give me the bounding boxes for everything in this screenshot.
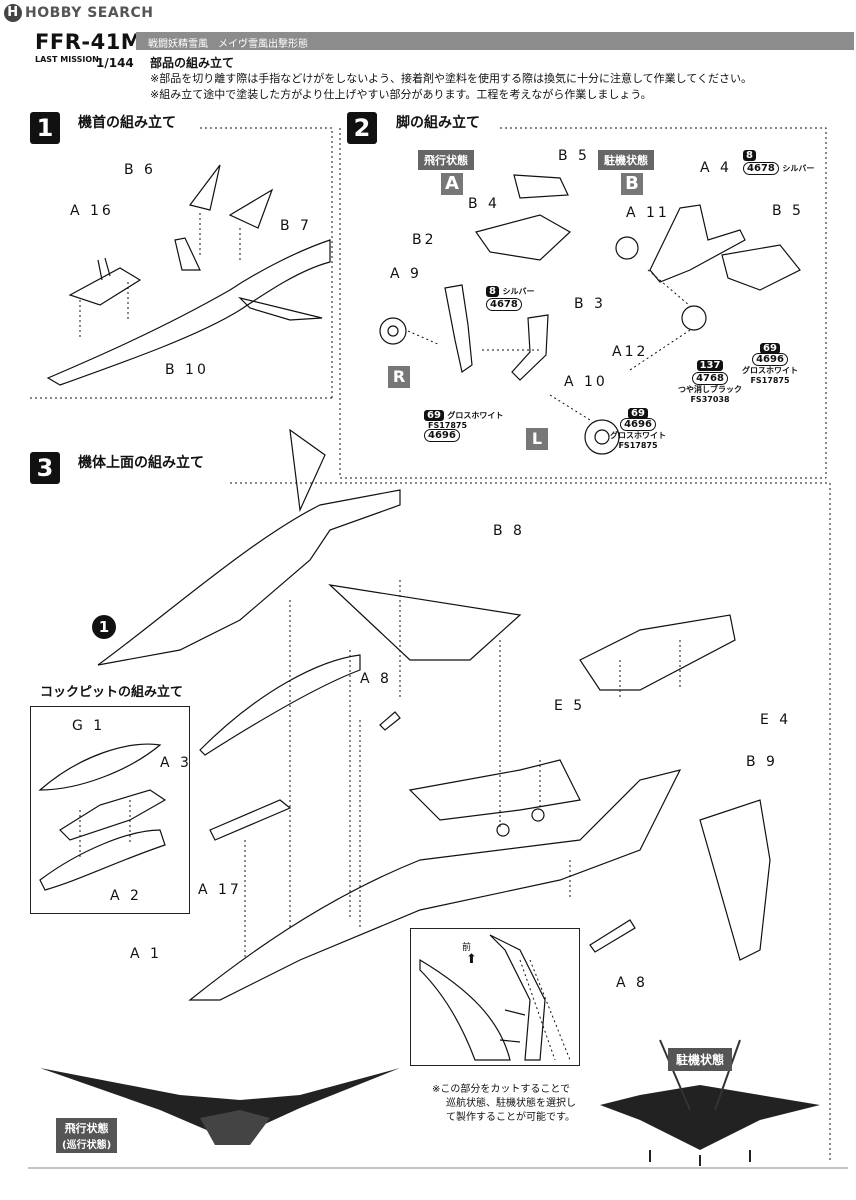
- flight-state-silhouette: [40, 1068, 400, 1145]
- step-number-1: 1: [30, 112, 60, 144]
- part-label-b7: B 7: [280, 218, 312, 234]
- part-label-a17: A 17: [198, 882, 242, 898]
- header-bar: 戦闘妖精雪風 メイヴ雪風出撃形態: [136, 32, 854, 50]
- part-label-b3: B 3: [574, 296, 606, 312]
- cockpit-title: コックピットの組み立て: [40, 685, 184, 700]
- step2-title: 脚の組み立て: [396, 115, 480, 131]
- part-label-a16: A 16: [70, 203, 114, 219]
- detail-inset-box: [410, 928, 580, 1066]
- part-label-e4: E 4: [760, 712, 792, 728]
- part-label-b5-b: B 5: [772, 203, 804, 219]
- side-label-l: L: [526, 428, 548, 450]
- cut-note-1: ※この部分をカットすることで: [432, 1084, 571, 1095]
- part-label-b6: B 6: [124, 162, 156, 178]
- flight-state-caption: 飛行状態: [418, 150, 474, 170]
- part-label-a9: A 9: [390, 266, 422, 282]
- state-letter-a: A: [441, 173, 463, 195]
- state-letter-b: B: [621, 173, 643, 195]
- step1-frame: [30, 127, 333, 399]
- step3-title: 機体上面の組み立て: [78, 455, 204, 471]
- part-label-b8: B 8: [493, 523, 525, 539]
- step3-frame: [230, 482, 831, 1160]
- part-label-a11: A 11: [626, 205, 670, 221]
- parked-state-silhouette: [600, 1039, 820, 1166]
- side-label-r: R: [388, 366, 410, 388]
- part-label-a8-a: A 8: [360, 671, 392, 687]
- part-label-b9: B 9: [746, 754, 778, 770]
- part-label-g1: G 1: [72, 718, 106, 734]
- paint-callout-69-a: 69 グロスホワイト FS17875 4696: [424, 410, 503, 442]
- parked-state-badge: 駐機状態: [668, 1048, 733, 1071]
- cut-note-3: て製作することが可能です。: [446, 1112, 575, 1123]
- part-label-a8-b: A 8: [616, 975, 648, 991]
- part-label-a1: A 1: [130, 946, 162, 962]
- model-subtitle: LAST MISSION: [35, 55, 99, 64]
- flight-state-badge: 飛行状態 (巡行状態): [56, 1118, 118, 1153]
- part-label-a4: A 4: [700, 160, 732, 176]
- step-number-2: 2: [347, 112, 377, 144]
- part-label-a2: A 2: [110, 888, 142, 904]
- parked-state-caption: 駐機状態: [598, 150, 654, 170]
- hobby-logo-icon: H: [4, 4, 22, 22]
- part-label-b10: B 10: [165, 362, 209, 378]
- part-label-a10: A 10: [564, 374, 608, 390]
- note-line-1: ※部品を切り離す際は手指などけがをしないよう、接着剤や塗料を使用する際は換気に十…: [150, 72, 753, 85]
- paint-callout-137: 137 4768 つや消しブラック FS37038: [678, 360, 742, 404]
- part-label-b5-a: B 5: [558, 148, 590, 164]
- paint-callout-8-a: 8 シルバー 4678: [486, 286, 534, 311]
- page-title: 部品の組み立て: [150, 56, 235, 70]
- step1-title: 機首の組み立て: [78, 115, 176, 131]
- landing-gear-drawing: [379, 174, 801, 455]
- part-label-b4: B 4: [468, 196, 500, 212]
- front-label: 前: [462, 943, 472, 953]
- part-label-e5: E 5: [554, 698, 586, 714]
- model-scale: 1/144: [96, 56, 134, 70]
- step2-frame: [339, 127, 827, 479]
- front-arrow-icon: ⬆: [466, 952, 477, 967]
- part-label-a3: A 3: [160, 755, 192, 771]
- nose-assembly-drawing: [46, 164, 331, 386]
- fuselage-exploded-drawing: [97, 428, 771, 1001]
- cut-note-2: 巡航状態、駐機状態を選択し: [446, 1098, 576, 1109]
- part-label-a12: A12: [612, 344, 649, 360]
- note-line-2: ※組み立て途中で塗装した方がより仕上げやすい部分があります。工程を考えながら作業…: [150, 88, 652, 101]
- step1-reference-marker: 1: [92, 615, 116, 639]
- part-label-b2: B2: [412, 232, 437, 248]
- detail-inset-drawing: [419, 934, 571, 1061]
- cockpit-box: [30, 706, 190, 914]
- step-number-3: 3: [30, 452, 60, 484]
- cockpit-drawing: [38, 743, 167, 891]
- paint-callout-69-b: 69 4696 グロスホワイト FS17875: [610, 408, 666, 450]
- paint-callout-8-b: 8 4678 シルバー: [743, 150, 814, 175]
- paint-callout-69-c: 69 4696 グロスホワイト FS17875: [742, 343, 798, 385]
